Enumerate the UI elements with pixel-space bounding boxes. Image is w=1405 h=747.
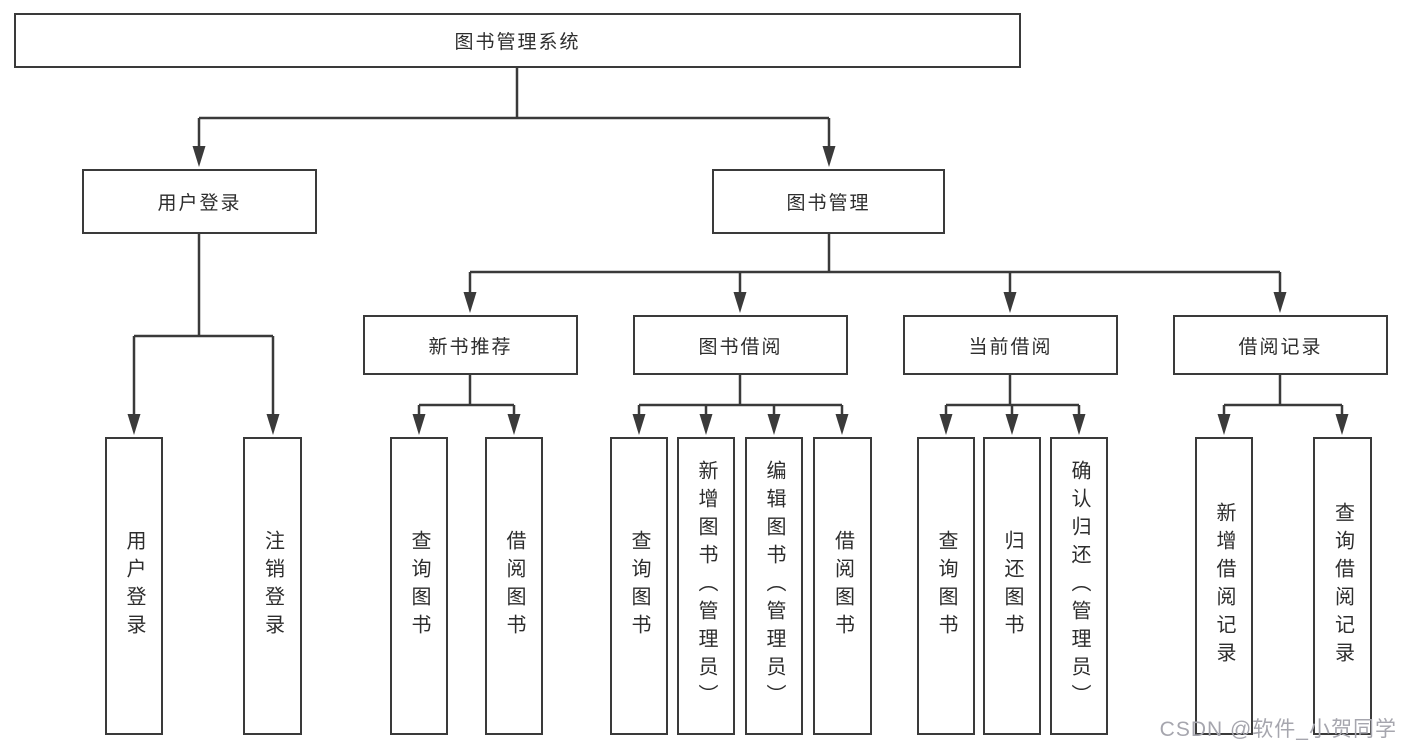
arrow-down-icon [733, 292, 747, 313]
leaf-label: 查询图书 [408, 530, 430, 642]
leaf-label: 借阅图书 [503, 530, 525, 642]
arrow-down-icon [1273, 292, 1287, 313]
node-library-system: 图书管理系统 [14, 13, 1021, 68]
connector-borrow-records-children [1217, 375, 1349, 435]
leaf-nr-borrow-books: 借阅图书 [485, 437, 543, 735]
arrow-down-icon [266, 414, 280, 435]
leaf-label: 编辑图书（管理员） [763, 460, 785, 712]
leaf-label: 查询图书 [628, 530, 650, 642]
connector-current-borrowing-children [939, 375, 1086, 435]
arrow-down-icon [835, 414, 849, 435]
leaf-cb-return-books: 归还图书 [983, 437, 1041, 735]
arrow-down-icon [507, 414, 521, 435]
leaf-nr-query-books: 查询图书 [390, 437, 448, 735]
node-user-login: 用户登录 [82, 169, 317, 234]
arrow-down-icon [1217, 414, 1231, 435]
connector-book-borrowing-children [632, 375, 849, 435]
arrow-down-icon [939, 414, 953, 435]
node-new-book-recommend: 新书推荐 [363, 315, 578, 375]
arrow-down-icon [767, 414, 781, 435]
leaf-label: 确认归还（管理员） [1068, 460, 1090, 712]
node-book-management: 图书管理 [712, 169, 945, 234]
leaf-label: 查询图书 [935, 530, 957, 642]
leaf-label: 注销登录 [261, 530, 284, 642]
arrow-down-icon [412, 414, 426, 435]
arrow-down-icon [127, 414, 141, 435]
leaf-user-login: 用户登录 [105, 437, 163, 735]
watermark: CSDN @软件_小贺同学 [1159, 718, 1397, 741]
arrow-down-icon [699, 414, 713, 435]
connector-user-login-children [127, 234, 280, 435]
arrow-down-icon [1335, 414, 1349, 435]
arrow-down-icon [1072, 414, 1086, 435]
node-current-borrowing: 当前借阅 [903, 315, 1118, 375]
leaf-label: 归还图书 [1001, 530, 1023, 642]
leaf-br-add-record: 新增借阅记录 [1195, 437, 1253, 735]
leaf-bb-borrow-books: 借阅图书 [813, 437, 872, 735]
arrow-down-icon [822, 146, 836, 167]
leaf-br-query-record: 查询借阅记录 [1313, 437, 1372, 735]
leaf-cb-confirm-return-admin: 确认归还（管理员） [1050, 437, 1108, 735]
leaf-cb-query-books: 查询图书 [917, 437, 975, 735]
leaf-label: 查询借阅记录 [1331, 502, 1354, 670]
leaf-bb-query-books: 查询图书 [610, 437, 668, 735]
leaf-label: 用户登录 [123, 530, 145, 642]
connector-new-books-children [412, 375, 521, 435]
arrow-down-icon [1003, 292, 1017, 313]
leaf-bb-edit-books-admin: 编辑图书（管理员） [745, 437, 803, 735]
leaf-label: 借阅图书 [831, 530, 854, 642]
leaf-label: 新增图书（管理员） [695, 460, 717, 712]
leaf-bb-add-books-admin: 新增图书（管理员） [677, 437, 735, 735]
connector-book-mgmt-to-level3 [463, 234, 1287, 313]
leaf-logout: 注销登录 [243, 437, 302, 735]
arrow-down-icon [632, 414, 646, 435]
arrow-down-icon [192, 146, 206, 167]
node-book-borrowing: 图书借阅 [633, 315, 848, 375]
arrow-down-icon [463, 292, 477, 313]
leaf-label: 新增借阅记录 [1213, 502, 1235, 670]
arrow-down-icon [1005, 414, 1019, 435]
connector-root-to-level2 [192, 68, 836, 167]
node-borrow-records: 借阅记录 [1173, 315, 1388, 375]
